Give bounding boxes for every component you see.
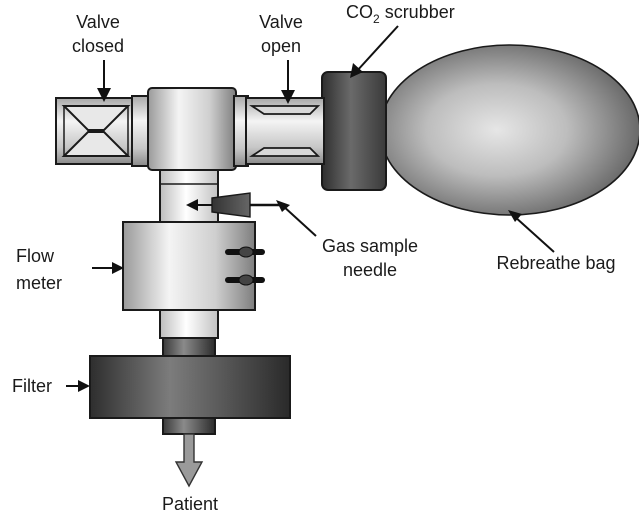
gas-sample-label-line2: needle: [343, 260, 397, 280]
valve-open-label-line1: Valve: [259, 12, 303, 32]
valve-open-label-line2: open: [261, 36, 301, 56]
patient-label: Patient: [162, 494, 218, 514]
filter: [89, 355, 291, 419]
gas-sample-pointer: [186, 199, 317, 237]
rebreathe-bag-pointer: [508, 210, 555, 253]
co2-scrubber-label: CO2 scrubber: [346, 2, 455, 26]
valve-closed-label-line2: closed: [72, 36, 124, 56]
valve-closed: [55, 97, 137, 165]
filter-pointer: [66, 380, 90, 392]
gas-sample-needle: [211, 192, 280, 218]
co2-label-prefix: CO: [346, 2, 373, 22]
co2-scrubber-pointer: [350, 25, 399, 78]
valve-open: [245, 97, 325, 165]
flow-meter-label-line2: meter: [16, 273, 62, 293]
filter-connector-bottom: [162, 417, 216, 435]
flow-meter-label-line1: Flow: [16, 246, 55, 266]
flow-meter: [122, 221, 265, 311]
lower-tube: [159, 309, 219, 339]
co2-label-suffix: scrubber: [380, 2, 455, 22]
co2-label-subscript: 2: [373, 12, 380, 26]
co2-scrubber: [321, 71, 387, 191]
flow-meter-pointer: [92, 262, 124, 274]
rebreathe-bag: [379, 44, 639, 216]
sample-port-tube: [159, 169, 219, 223]
filter-label: Filter: [12, 376, 52, 396]
rebreathe-bag-label: Rebreathe bag: [496, 253, 615, 273]
gas-sample-label-line1: Gas sample: [322, 236, 418, 256]
valve-open-pointer: [281, 60, 295, 104]
t-connector: [147, 87, 237, 171]
valve-closed-pointer: [97, 60, 111, 102]
patient-flow-arrow: [174, 433, 204, 488]
valve-closed-label-line1: Valve: [76, 12, 120, 32]
